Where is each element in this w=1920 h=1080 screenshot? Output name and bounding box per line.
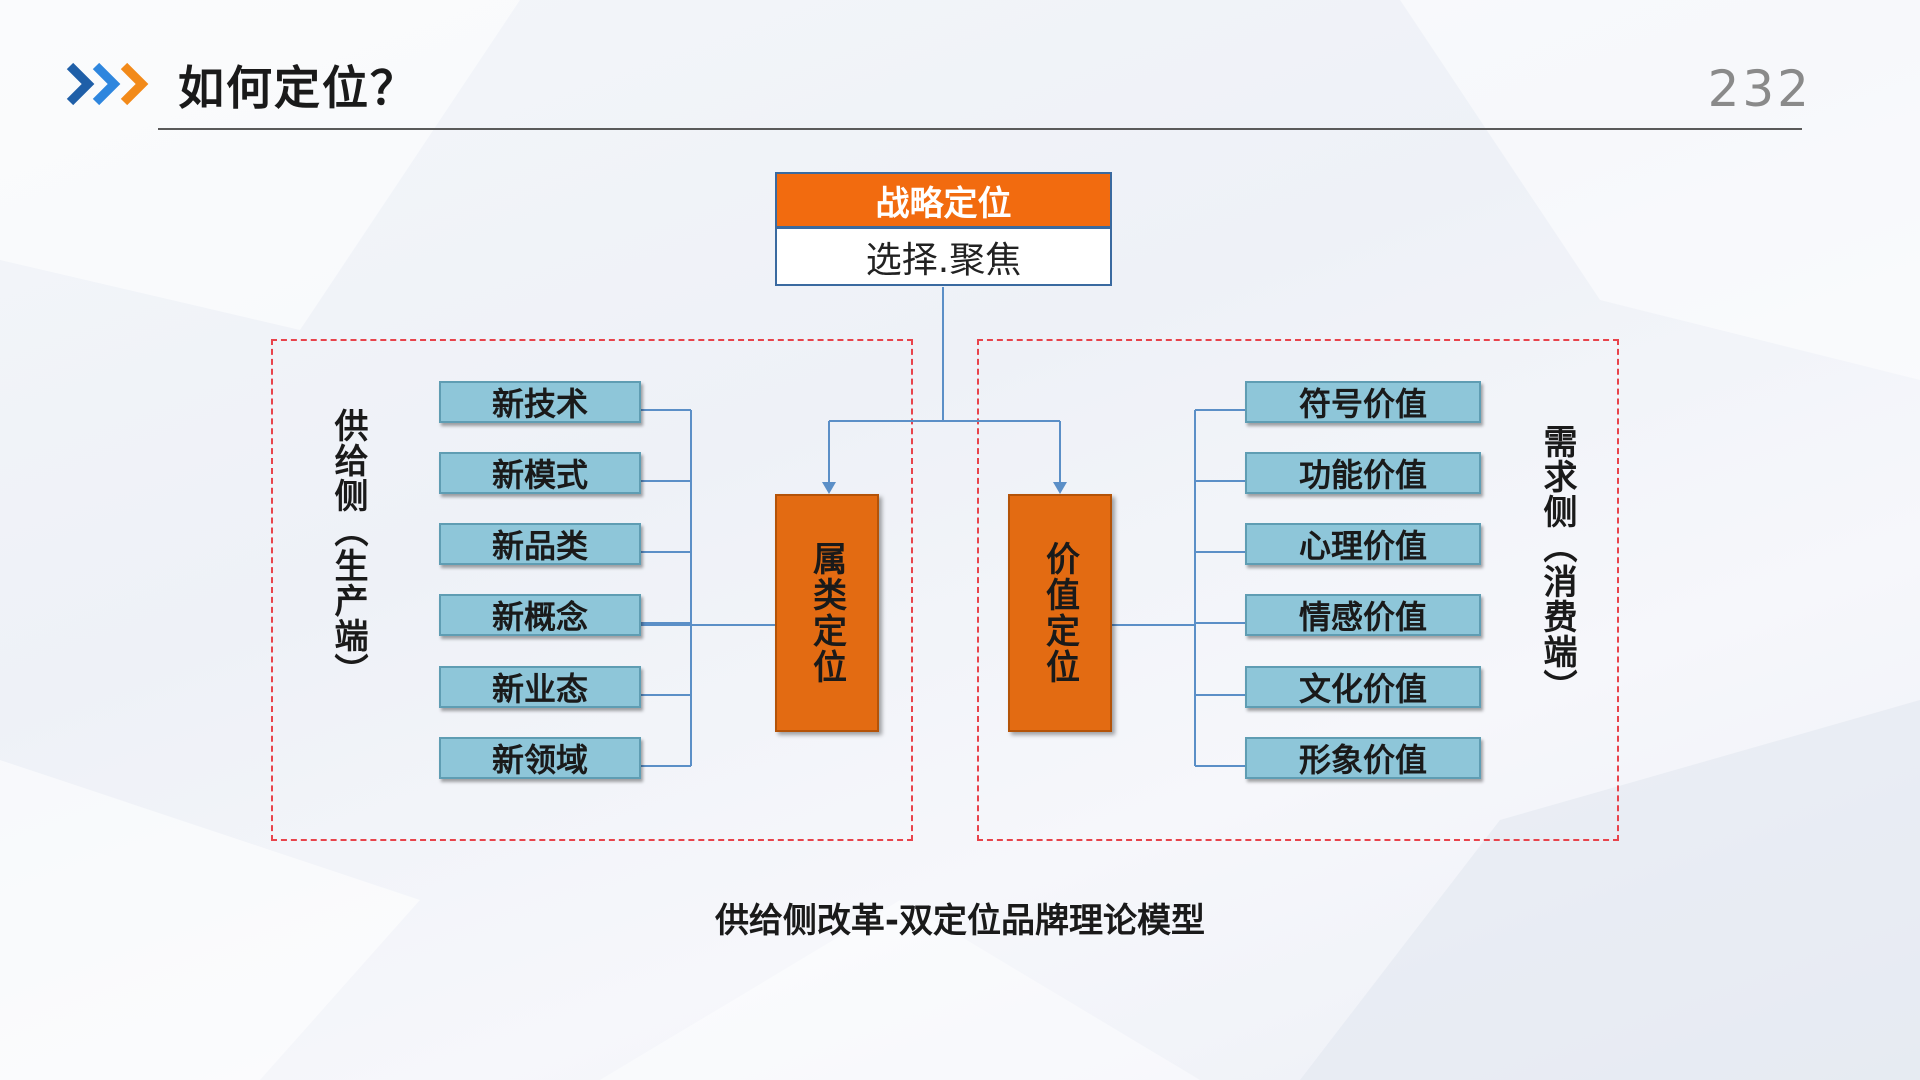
demand-side-frame	[977, 339, 1619, 841]
supply-item: 新技术	[439, 381, 641, 423]
header-divider	[158, 128, 1802, 130]
demand-side-label: 需求侧（消费端）	[1537, 424, 1577, 704]
supply-side-label: 供给侧（生产端）	[328, 408, 368, 688]
page-title: 如何定位？	[178, 61, 418, 115]
demand-item: 功能价值	[1245, 452, 1481, 494]
demand-item: 心理价值	[1245, 523, 1481, 565]
category-positioning-box: 属类定位	[775, 494, 879, 732]
demand-item: 符号价值	[1245, 381, 1481, 423]
supply-item: 新领域	[439, 737, 641, 779]
demand-item: 情感价值	[1245, 594, 1481, 636]
strategic-positioning-header: 战略定位	[775, 172, 1112, 228]
page-number: 232	[1707, 60, 1812, 118]
strategic-positioning-subtitle: 选择.聚焦	[775, 227, 1112, 286]
demand-item: 文化价值	[1245, 666, 1481, 708]
supply-side-frame	[271, 339, 913, 841]
demand-item: 形象价值	[1245, 737, 1481, 779]
value-positioning-box: 价值定位	[1008, 494, 1112, 732]
supply-item: 新品类	[439, 523, 641, 565]
supply-item: 新业态	[439, 666, 641, 708]
diagram-caption: 供给侧改革-双定位品牌理论模型	[714, 901, 1206, 941]
supply-item: 新模式	[439, 452, 641, 494]
chevrons-icon	[66, 62, 149, 106]
supply-item: 新概念	[439, 594, 641, 636]
